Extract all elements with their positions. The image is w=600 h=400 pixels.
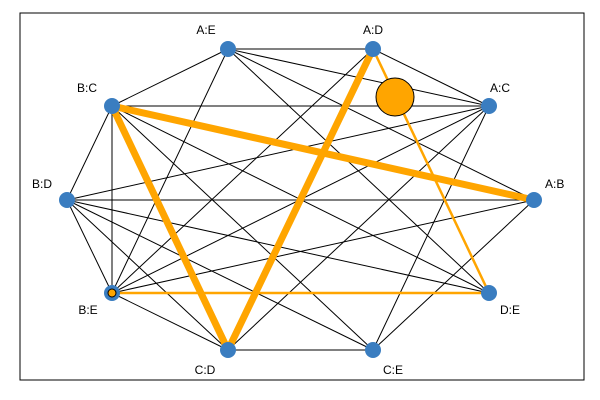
edge-ae-ab [227,48,535,201]
edge-be-bd [66,199,113,294]
node-label-cd: C:D [195,363,216,377]
edge-ae-be [111,48,229,294]
node-bc[interactable] [104,98,120,114]
edge-bd-bc [66,105,113,201]
node-label-ab: A:B [545,177,564,191]
node-label-ae: A:E [196,23,215,37]
node-label-be: B:E [78,303,97,317]
node-label-bc: B:C [77,81,97,95]
edge-ac-ce [372,105,490,351]
node-bd[interactable] [59,192,75,208]
labels-layer: A:D A:C A:B D:E C:E C:D B:E B:D B:C A:E [32,23,564,377]
node-ce[interactable] [365,342,381,358]
highlighted-edges-layer [108,45,538,354]
node-label-bd: B:D [32,177,52,191]
edge-cd-bd [66,199,229,351]
node-cd[interactable] [220,342,236,358]
node-label-ce: C:E [383,363,403,377]
node-ad[interactable] [365,41,381,57]
highlighted-edge-bc-cd [108,102,232,354]
self-loops-layer [375,77,415,117]
edge-ad-ac [372,48,490,107]
edge-ce-bc [111,105,374,351]
node-label-de: D:E [500,303,520,317]
node-ab[interactable] [526,192,542,208]
nodes-layer [59,41,542,358]
self-loop-be [107,288,117,298]
edge-ac-bd [66,105,490,201]
node-label-ac: A:C [490,81,510,95]
highlighted-edge-cd-ad [224,45,377,354]
node-de[interactable] [481,285,497,301]
node-ac[interactable] [481,98,497,114]
self-loop-ad [375,77,415,117]
node-label-ad: A:D [363,23,383,37]
node-ae[interactable] [220,41,236,57]
edge-ab-be [111,199,535,294]
edge-bc-ae [111,48,229,107]
edge-ce-bd [66,199,374,351]
edge-cd-be [111,292,229,351]
